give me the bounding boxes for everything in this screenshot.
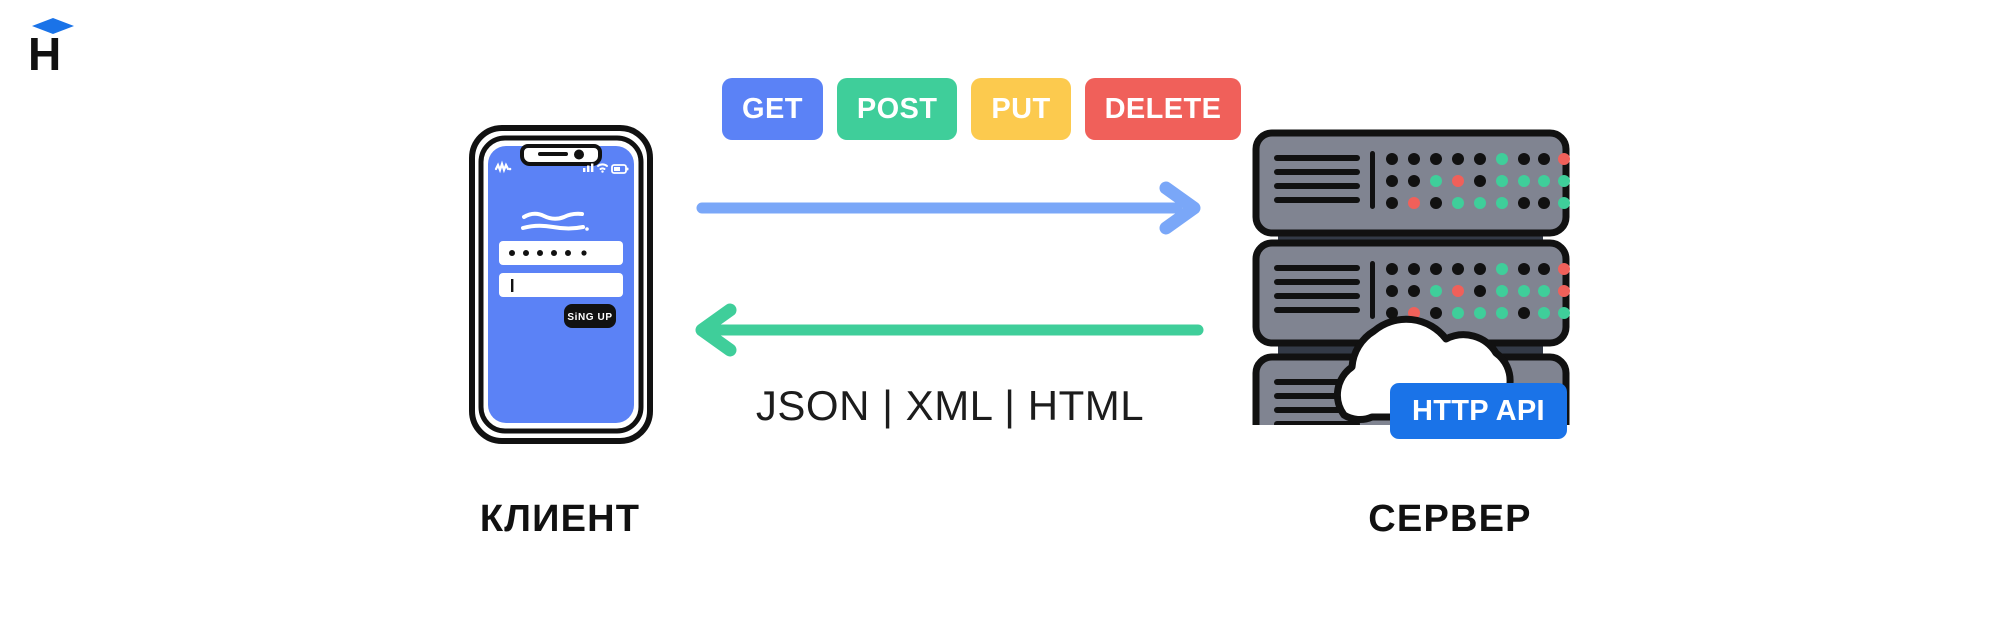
svg-text:SiNG UP: SiNG UP bbox=[567, 312, 612, 323]
method-label: DELETE bbox=[1104, 92, 1222, 125]
client-phone-illustration: SiNG UP bbox=[466, 122, 656, 447]
method-label: GET bbox=[742, 92, 803, 125]
method-label: POST bbox=[856, 92, 938, 125]
logo-letter: H bbox=[28, 28, 61, 80]
method-badge-post[interactable]: POST bbox=[836, 78, 958, 140]
hexlet-logo[interactable]: H bbox=[22, 18, 92, 78]
method-label: PUT bbox=[991, 92, 1051, 125]
method-badge-delete[interactable]: DELETE bbox=[1084, 78, 1242, 140]
client-caption: КЛИЕНТ bbox=[479, 498, 641, 540]
data-formats-label: JSON | XML | HTML bbox=[755, 382, 1145, 429]
logo-cap-icon bbox=[32, 18, 74, 34]
server-caption: СЕРВЕР bbox=[1368, 498, 1532, 540]
request-arrow bbox=[690, 178, 1210, 238]
response-arrow bbox=[690, 300, 1210, 360]
method-badge-put[interactable]: PUT bbox=[971, 78, 1071, 140]
http-api-label: HTTP API bbox=[1412, 394, 1545, 427]
http-method-badges: GET POST PUT DELETE bbox=[722, 78, 1242, 140]
method-badge-get[interactable]: GET bbox=[722, 78, 823, 140]
http-api-badge[interactable]: HTTP API bbox=[1390, 383, 1567, 439]
server-illustration bbox=[1248, 125, 1648, 425]
